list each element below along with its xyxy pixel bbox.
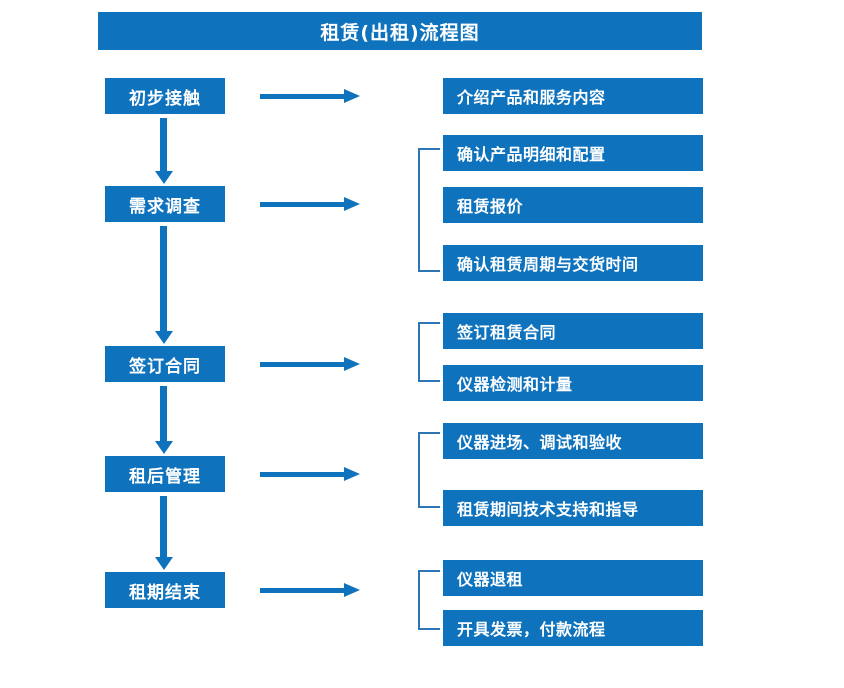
detail-box-8[interactable]: 租赁期间技术支持和指导 [443, 490, 703, 526]
arrow-head-right-icon [344, 357, 360, 371]
bracket-group-3 [418, 322, 440, 382]
arrow-shaft [260, 472, 346, 477]
stage-box-2[interactable]: 需求调查 [105, 186, 225, 222]
bracket-group-5 [418, 570, 440, 630]
arrow-shaft [260, 94, 346, 99]
detail-box-10[interactable]: 开具发票，付款流程 [443, 610, 703, 646]
detail-box-2[interactable]: 确认产品明细和配置 [443, 135, 703, 171]
arrow-head-down-icon [155, 331, 173, 344]
arrow-head-right-icon [344, 197, 360, 211]
arrow-shaft [260, 588, 346, 593]
horizontal-arrow-stage-3 [260, 357, 364, 371]
horizontal-arrow-stage-1 [260, 89, 364, 103]
detail-box-1[interactable]: 介绍产品和服务内容 [443, 78, 703, 114]
arrow-head-down-icon [155, 557, 173, 570]
vertical-arrow-1-to-2 [155, 118, 173, 184]
stage-box-5[interactable]: 租期结束 [105, 572, 225, 608]
arrow-shaft [260, 202, 346, 207]
detail-box-5[interactable]: 签订租赁合同 [443, 313, 703, 349]
bracket-group-4 [418, 432, 440, 508]
stage-box-4[interactable]: 租后管理 [105, 456, 225, 492]
horizontal-arrow-stage-4 [260, 467, 364, 481]
detail-box-9[interactable]: 仪器退租 [443, 560, 703, 596]
stage-box-1[interactable]: 初步接触 [105, 78, 225, 114]
arrow-head-right-icon [344, 89, 360, 103]
detail-box-4[interactable]: 确认租赁周期与交货时间 [443, 245, 703, 281]
vertical-arrow-4-to-5 [155, 496, 173, 570]
arrow-head-right-icon [344, 583, 360, 597]
arrow-shaft [260, 362, 346, 367]
arrow-head-down-icon [155, 441, 173, 454]
detail-box-7[interactable]: 仪器进场、调试和验收 [443, 423, 703, 459]
bracket-group-2 [418, 148, 440, 272]
horizontal-arrow-stage-5 [260, 583, 364, 597]
arrow-head-right-icon [344, 467, 360, 481]
horizontal-arrow-stage-2 [260, 197, 364, 211]
flowchart-title: 租赁(出租)流程图 [98, 12, 702, 50]
vertical-arrow-2-to-3 [155, 226, 173, 344]
detail-box-6[interactable]: 仪器检测和计量 [443, 365, 703, 401]
stage-box-3[interactable]: 签订合同 [105, 346, 225, 382]
arrow-head-down-icon [155, 171, 173, 184]
arrow-shaft [160, 118, 167, 171]
vertical-arrow-3-to-4 [155, 386, 173, 454]
arrow-shaft [160, 386, 167, 441]
detail-box-3[interactable]: 租赁报价 [443, 187, 703, 223]
arrow-shaft [160, 226, 167, 331]
arrow-shaft [160, 496, 167, 557]
